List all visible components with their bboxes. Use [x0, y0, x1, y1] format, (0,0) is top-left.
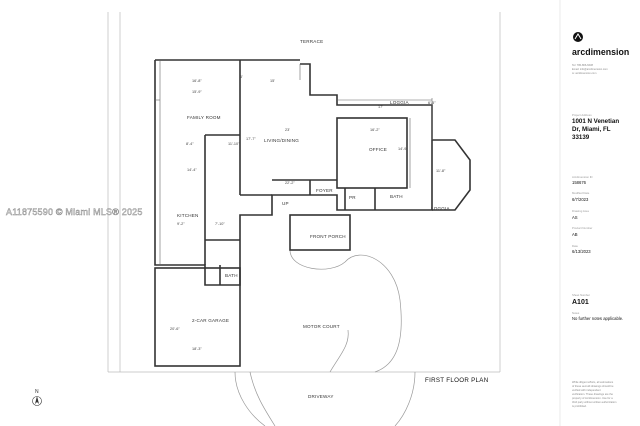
company-name: arcdimension [572, 47, 629, 57]
north-arrow: N [32, 389, 42, 406]
project-address-label: Project Address [572, 113, 592, 117]
room-loggia-right: LOGGIA [431, 206, 451, 211]
disclaimer-line: property of Arcdimension. Use for a [572, 396, 613, 400]
field-label: Product Number [572, 226, 592, 230]
dimension: 11'-8" [436, 169, 446, 173]
field-label: Modified Date [572, 191, 590, 195]
title-block: arcdimension Tel: 786-866-6638 Email: in… [559, 0, 629, 426]
driveway-curves [234, 249, 416, 426]
notes-label: Notes [572, 311, 580, 315]
room-loggia-top: LOGGIA [390, 100, 410, 105]
field-value: 6/13/2023 [572, 249, 591, 254]
room-bath-upper: BATH [390, 194, 403, 199]
dimension: 11'-10" [228, 142, 240, 146]
dimension: 23' [285, 128, 290, 132]
field-value: AB [572, 232, 578, 237]
room-living-dining: LIVING/DINING [264, 138, 299, 143]
project-address-line: 33139 [572, 134, 590, 141]
dimension: 8'-4" [186, 142, 194, 146]
room-up: UP [282, 201, 289, 206]
field-label: Arcdimension ID [572, 175, 593, 179]
sheet-title: FIRST FLOOR PLAN [425, 377, 488, 384]
dimension: 14'-9" [398, 147, 408, 151]
dimension: 18'-3" [192, 347, 202, 351]
disclaimer-line: is prohibited. [572, 404, 587, 408]
dimension: 22'-2" [285, 181, 295, 185]
field-value: 158676 [572, 180, 587, 185]
dimension: 16'-2" [370, 128, 380, 132]
site-boundary [107, 12, 501, 373]
project-address-line: 1001 N Venetian [572, 118, 619, 125]
room-kitchen: KITCHEN [177, 213, 199, 218]
room-family-room: FAMILY ROOM [187, 115, 221, 120]
company-logo-icon [573, 32, 583, 42]
project-address-line: Dr, Miami, FL [572, 126, 611, 133]
room-terrace: TERRACE [300, 39, 323, 44]
disclaimer-line: verification. These drawings are the [572, 392, 613, 396]
dimension: 17' [378, 105, 383, 109]
dimension: 6'-5" [428, 101, 436, 105]
room-labels: TERRACE FAMILY ROOM LIVING/DINING OFFICE… [177, 39, 451, 399]
disclaimer-line: third party without written authorizatio… [572, 400, 617, 404]
field-value: AS [572, 215, 578, 220]
dimension: 6' [240, 75, 243, 79]
sheet-number: A101 [572, 299, 589, 306]
room-pr: PR [349, 195, 356, 200]
room-front-porch: FRONT PORCH [310, 234, 346, 239]
contact-line: Tel: 786-866-6638 [572, 63, 593, 67]
field-label: Date [572, 244, 578, 248]
dimension: 15'-9" [192, 90, 202, 94]
dimension: 17'-7" [246, 137, 256, 141]
notes-text: No further notes applicable. [572, 316, 623, 321]
room-bath-lower: BATH [225, 273, 238, 278]
room-driveway: DRIVEWAY [308, 394, 334, 399]
contact-line: w: arcdimension.com [572, 71, 596, 75]
dimension: 16'-8" [192, 79, 202, 83]
disclaimer-line: of these as-built drawings should be [572, 384, 614, 388]
room-office: OFFICE [369, 147, 387, 152]
dimension: 7'-10" [215, 222, 225, 226]
dimension: 15' [270, 79, 275, 83]
room-motor-court: MOTOR COURT [303, 324, 340, 329]
contact-line: Email: info@arcdimension.com [572, 67, 608, 71]
room-foyer: FOYER [316, 188, 333, 193]
dimension: 14'-4" [187, 168, 197, 172]
dimension: 9'-2" [177, 222, 185, 226]
disclaimer-line: verified with independent [572, 388, 601, 392]
room-garage: 2-CAR GARAGE [192, 318, 229, 323]
dimension: 20'-6" [170, 327, 180, 331]
disclaimer-line: While diligent efforts, all estimations [572, 380, 614, 384]
building-walls [154, 59, 471, 367]
windows [155, 60, 433, 265]
field-value: 6/7/2023 [572, 197, 589, 202]
north-label: N [35, 389, 39, 395]
dimension-labels: 16'-8" 6' 15' 15'-9" 23' 22'-2" 17' 16'-… [170, 75, 446, 351]
sheet-number-label: Sheet Number [572, 293, 590, 297]
mls-watermark: A11875590 © Miami MLS® 2025 [6, 207, 143, 217]
field-label: Drawing Area [572, 209, 589, 213]
